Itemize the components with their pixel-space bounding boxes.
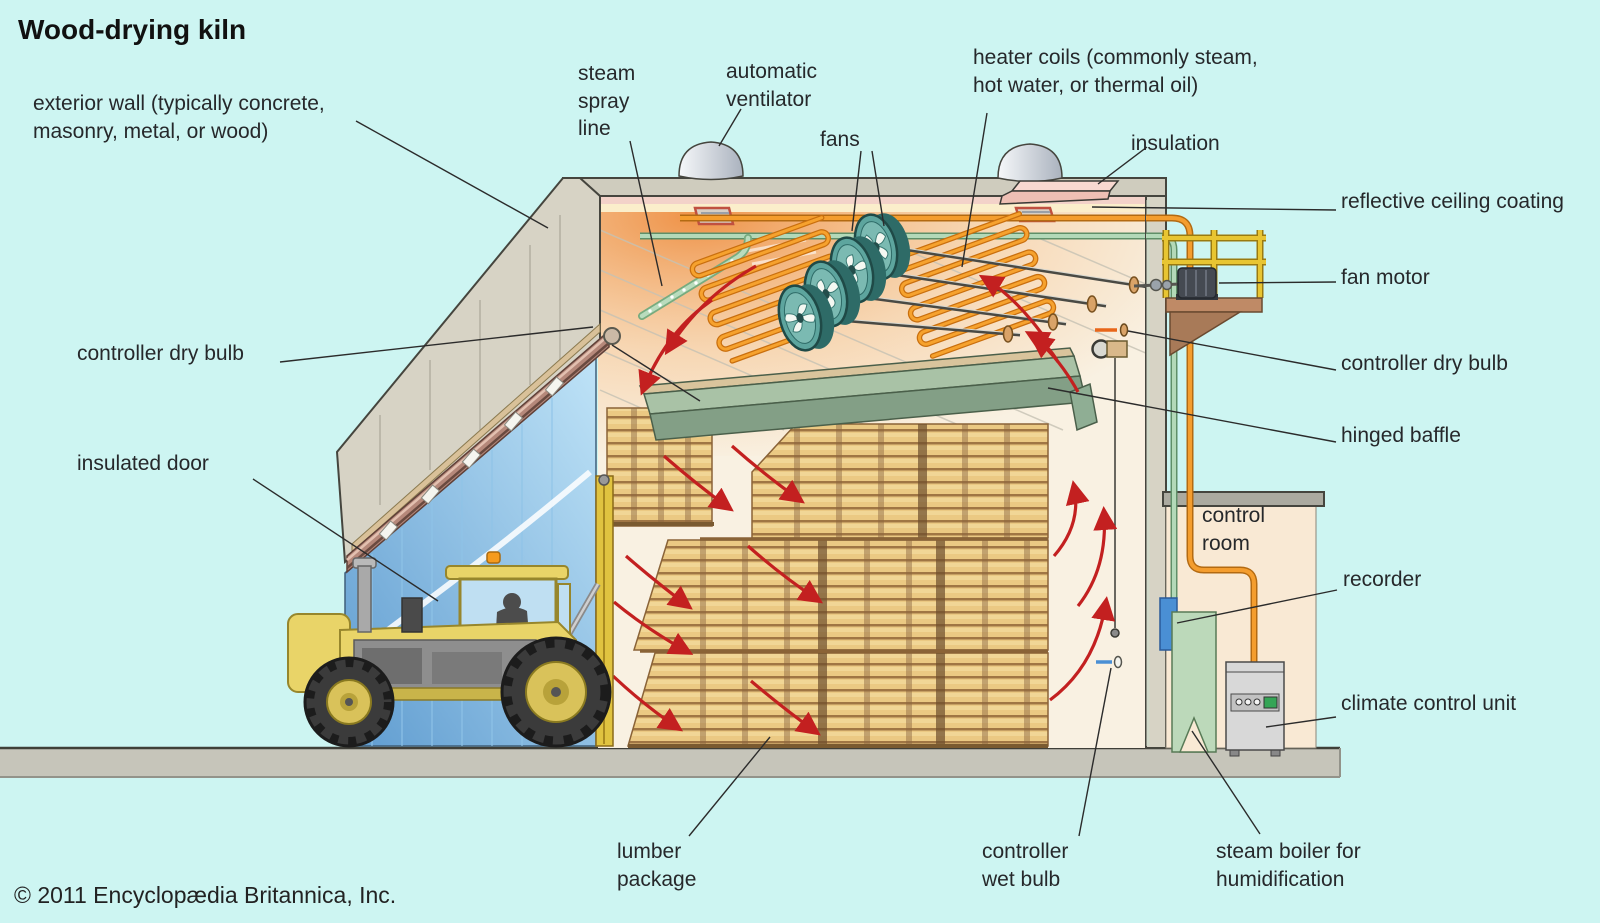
heater-pipe-outside <box>1146 214 1258 672</box>
display-screen <box>1263 696 1278 709</box>
automatic-ventilator-1 <box>678 141 744 181</box>
page-title: Wood-drying kiln <box>18 14 247 45</box>
label-steam-boiler: steam boiler for humidification <box>1216 840 1361 891</box>
cab-roof <box>445 565 569 580</box>
airflow-arrows <box>611 264 1118 736</box>
ground <box>0 746 1341 778</box>
label-controller-dry-bulb-left: controller dry bulb <box>77 342 244 365</box>
sticker-columns <box>631 408 1030 746</box>
controller-wet-bulb-sensor <box>1091 339 1128 669</box>
heater-coil-left <box>689 214 858 364</box>
automatic-ventilator-2 <box>997 143 1063 183</box>
label-steam-spray-line: steam spray line <box>578 62 636 141</box>
label-controller-dry-bulb-right: controller dry bulb <box>1341 352 1508 375</box>
label-lumber-package: lumber package <box>617 840 697 891</box>
leader-lines <box>252 108 1338 837</box>
label-control-room: control room <box>1202 504 1266 555</box>
label-fans: fans <box>820 128 860 151</box>
driver-silhouette <box>503 593 521 611</box>
label-fan-motor: fan motor <box>1341 266 1430 289</box>
insulation-patch <box>999 180 1120 205</box>
label-automatic-ventilator: automatic ventilator <box>726 60 818 111</box>
climate-control-unit-device <box>1225 661 1285 757</box>
label-climate-control-unit: climate control unit <box>1341 692 1517 715</box>
copyright-notice: © 2011 Encyclopædia Britannica, Inc. <box>14 882 397 908</box>
beacon-light <box>486 551 501 564</box>
rear-wheel <box>500 636 612 748</box>
label-controller-wet-bulb: controller wet bulb <box>982 840 1069 891</box>
forklift <box>287 474 614 748</box>
fans-graphic <box>777 213 911 352</box>
steam-boiler-graphic <box>1171 611 1217 753</box>
label-insulated-door: insulated door <box>77 452 209 475</box>
front-wheel <box>303 656 395 748</box>
fan-motor-device <box>1133 267 1218 300</box>
label-recorder: recorder <box>1343 568 1422 591</box>
label-heater-coils: heater coils (commonly steam, hot water,… <box>973 46 1258 97</box>
fan-motor-platform <box>1133 230 1266 357</box>
label-exterior-wall: exterior wall (typically concrete, mason… <box>33 92 325 143</box>
label-hinged-baffle: hinged baffle <box>1341 424 1461 447</box>
controller-dry-bulb-right-sensor <box>1095 323 1129 337</box>
door-rail <box>346 322 701 574</box>
label-insulation: insulation <box>1131 132 1220 155</box>
kiln-interior <box>577 196 1149 748</box>
exhaust-stack <box>357 565 372 633</box>
door-hanger-tabs <box>378 376 565 541</box>
lumber-stacks <box>605 407 1049 748</box>
fan-1 <box>777 284 835 352</box>
label-reflective-ceiling-coating: reflective ceiling coating <box>1341 190 1564 213</box>
